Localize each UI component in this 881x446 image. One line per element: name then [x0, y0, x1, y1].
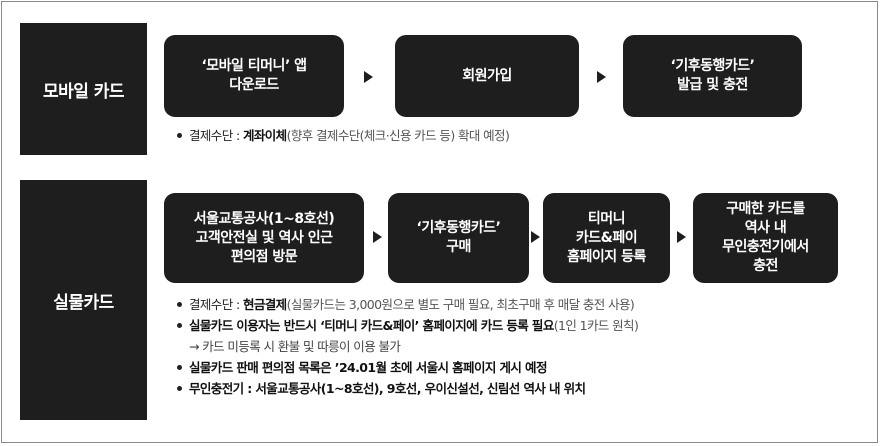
arrow-right-icon: [677, 231, 686, 243]
mobile-step-issue-charge: ‘기후동행카드’ 발급 및 충전: [623, 35, 802, 117]
mobile-card-label: 모바일 카드: [20, 23, 147, 155]
mobile-notes: 결제수단 : 계좌이체(향후 결제수단(체크·신용 카드 등) 확대 예정): [175, 125, 510, 146]
bullet-icon: [177, 386, 182, 391]
bullet-icon: [177, 302, 182, 307]
physical-card-label: 실물카드: [20, 180, 147, 420]
physical-payment-note: 결제수단 : 현금결제(실물카드는 3,000원으로 별도 구매 필요, 최초구…: [175, 294, 638, 315]
mobile-step-download-app: ‘모바일 티머니’ 앱 다운로드: [164, 35, 344, 117]
physical-register-subnote: → 카드 미등록 시 환불 및 따릉이 이용 불가: [189, 339, 401, 354]
arrow-right-icon: [531, 231, 540, 243]
bullet-icon: [177, 133, 182, 138]
arrow-right-icon: [373, 231, 382, 243]
bullet-icon: [177, 323, 182, 328]
physical-chargers-note: 무인충전기 : 서울교통공사(1~8호선), 9호선, 우이신설선, 신림선 역…: [175, 378, 638, 399]
arrow-right-icon: [597, 71, 606, 83]
physical-step-visit-store: 서울교통공사(1~8호선) 고객안전실 및 역사 인근 편의점 방문: [164, 193, 364, 283]
physical-notes: 결제수단 : 현금결제(실물카드는 3,000원으로 별도 구매 필요, 최초구…: [175, 294, 639, 399]
arrow-right-icon: [364, 71, 373, 83]
physical-step-register: 티머니 카드&페이 홈페이지 등록: [543, 193, 670, 283]
physical-step-charge: 구매한 카드를 역사 내 무인충전기에서 충전: [693, 193, 838, 283]
physical-register-note: 실물카드 이용자는 반드시 ‘티머니 카드&페이’ 홈페이지에 카드 등록 필요…: [175, 315, 639, 336]
mobile-payment-note: 결제수단 : 계좌이체(향후 결제수단(체크·신용 카드 등) 확대 예정): [175, 125, 510, 146]
physical-stores-note: 실물카드 판매 편의점 목록은 ’24.01월 초에 서울시 홈페이지 게시 예…: [175, 357, 638, 378]
physical-step-purchase: ‘기후동행카드’ 구매: [388, 193, 529, 283]
mobile-step-signup: 회원가입: [395, 35, 579, 117]
bullet-icon: [177, 365, 182, 370]
